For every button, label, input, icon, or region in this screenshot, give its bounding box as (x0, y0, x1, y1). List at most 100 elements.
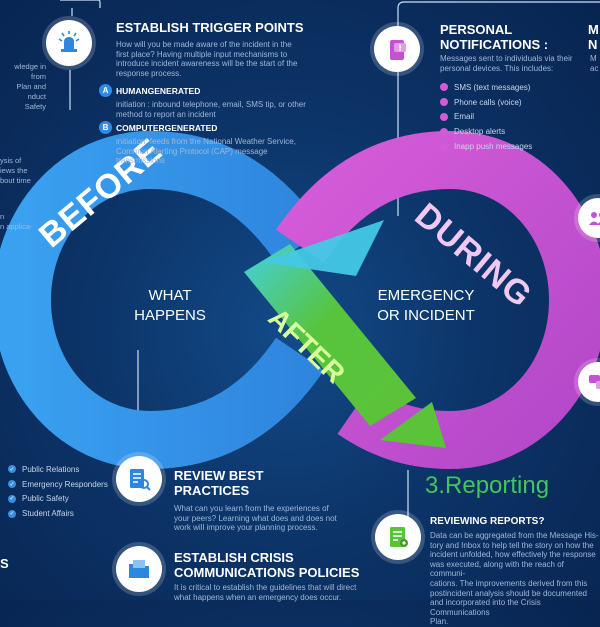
trigger-body-line: response process. (116, 68, 182, 78)
left-cutoff-line: Safety (24, 102, 46, 111)
group-icon-circle (578, 198, 600, 238)
left-cutoff-line: nduct (27, 92, 46, 101)
reporting-body-line: tory and Inbox to help tell the story on… (430, 540, 594, 550)
human-generated-line: method to report an incident (116, 109, 216, 119)
reviewing-reports-body: Data can be aggregated from the Message … (430, 531, 600, 627)
personal-title-line: NOTIFICATIONS : (440, 37, 549, 52)
document-folder-icon (129, 560, 149, 578)
left-cutoff-line: ysis of (0, 156, 22, 165)
list-item: Inapp push messages (440, 139, 532, 154)
right-center-line: OR INCIDENT (377, 307, 475, 324)
review-body-line: work will improve your planning process. (174, 523, 318, 533)
list-item: Phone calls (voice) (440, 95, 532, 110)
review-body: What can you learn from the experiences … (174, 504, 374, 533)
bullet-icon (440, 112, 448, 121)
list-item: ✓ Student Affairs (8, 506, 108, 521)
list-item-label: SMS (text messages) (454, 82, 531, 92)
infinity-loop (0, 130, 600, 470)
policies-title: ESTABLISH CRISIS COMMUNICATIONS POLICIES (174, 550, 359, 580)
reporting-heading: 3.Reporting (425, 472, 550, 499)
check-icon: ✓ (8, 480, 16, 489)
review-body-line: What can you learn from the experiences … (174, 504, 329, 513)
phone-alert-icon (390, 40, 406, 60)
personal-icon-circle (374, 26, 420, 72)
check-icon: ✓ (8, 465, 16, 474)
trigger-body-line: first place? Having multiple input mecha… (116, 49, 288, 59)
bullet-icon (440, 98, 448, 107)
left-cutoff-line: bout time (0, 176, 31, 185)
report-gears-icon (390, 527, 408, 547)
reporting-body-line: postincident analysis should be document… (430, 588, 587, 598)
after-arrow-head (380, 402, 446, 448)
computer-generated-line: initiation: feeds from the National Weat… (116, 137, 296, 146)
computer-generated-body: initiation: feeds from the National Weat… (116, 137, 316, 166)
left-cutoff-line: from (31, 72, 46, 81)
chat-bubbles-icon (589, 375, 600, 389)
list-item: SMS (text messages) (440, 80, 532, 95)
trigger-body-line: introduce incident awareness will be the… (116, 59, 298, 69)
check-icon: ✓ (8, 494, 16, 503)
chat-icon-circle (578, 362, 600, 402)
bullet-icon (440, 142, 448, 151)
left-center-line: HAPPENS (134, 307, 206, 324)
policies-body-line: It is critical to establish the guidelin… (174, 583, 357, 592)
left-cutoff-line: n (0, 212, 5, 221)
list-item-label: Inapp push messages (454, 142, 533, 152)
personal-body-line: Messages sent to individuals via their (440, 54, 573, 63)
reporting-body-line: incident unfolded, how effectively the r… (430, 550, 596, 560)
left-cutoff-line: n applica- (0, 222, 33, 231)
reporting-body-line: and incorporated into the Crisis Communi… (430, 598, 541, 617)
after-band (244, 244, 416, 426)
policies-title-line: ESTABLISH CRISIS (174, 550, 294, 565)
before-loop-band (0, 130, 324, 470)
right-center-text: EMERGENCY OR INCIDENT (366, 286, 486, 326)
review-title-line: PRACTICES (174, 483, 250, 498)
list-item: Email (440, 110, 532, 125)
reporting-body-line: cations. The improvements derived from t… (430, 578, 588, 588)
trigger-icon-circle (46, 20, 92, 66)
human-generated-body: initiation : inbound telephone, email, S… (116, 100, 316, 119)
roles-list: ✓Public Relations ✓Emergency Responders … (8, 462, 108, 521)
left-cutoff-line: Plan and (16, 82, 46, 91)
before-arrow-head (262, 220, 384, 276)
alarm-bell-icon (58, 31, 80, 52)
bullet-icon (440, 83, 448, 92)
policies-icon-circle (116, 546, 162, 592)
list-item-label: Email (454, 112, 475, 122)
line-trigger-top (60, 0, 101, 8)
right-cutoff-title: M N (588, 22, 599, 52)
reporting-body-line: Plan. (430, 617, 449, 627)
reviewing-reports-title: REVIEWING REPORTS? (430, 516, 545, 527)
badge-b: B (99, 121, 112, 134)
left-cutoff-bottom: s (0, 556, 9, 571)
policies-title-line: COMMUNICATIONS POLICIES (174, 565, 360, 580)
reporting-icon-circle (375, 514, 421, 560)
line-personal-top (397, 1, 600, 9)
list-item-label: Phone calls (voice) (454, 97, 522, 107)
list-item-label: Desktop alerts (454, 127, 506, 137)
check-icon: ✓ (8, 509, 16, 518)
trigger-body-line: How will you be made aware of the incide… (116, 40, 292, 49)
left-cutoff-mid: ysis of iews the bout time (0, 156, 46, 186)
right-cutoff-body: M ac (590, 54, 598, 73)
right-cutoff-line: N (588, 37, 598, 52)
trigger-title: ESTABLISH TRIGGER POINTS (116, 20, 304, 35)
left-center-line: WHAT (148, 287, 192, 304)
list-item: Desktop alerts (440, 124, 532, 139)
reporting-body-line: Data can be aggregated from the Message … (430, 531, 599, 540)
review-title: REVIEW BEST PRACTICES (174, 468, 264, 498)
right-cutoff-line: M (588, 22, 599, 37)
review-body-line: your peers? Learning what does and does … (174, 513, 337, 523)
bullet-icon (440, 127, 448, 136)
policies-body: It is critical to establish the guidelin… (174, 583, 374, 602)
personal-title: PERSONAL NOTIFICATIONS : (440, 22, 548, 52)
policies-body-line: what happens when an emergency does occu… (174, 592, 342, 602)
badge-a: A (99, 84, 112, 97)
personal-title-line: PERSONAL (440, 22, 513, 37)
list-item: ✓ Emergency Responders (8, 477, 108, 492)
computer-generated-line: Common Alerting Protocol (CAP) message t… (116, 146, 268, 166)
right-center-line: EMERGENCY (377, 287, 475, 304)
list-item-label: Emergency Responders (22, 479, 108, 489)
list-item-label: Student Affairs (22, 509, 74, 519)
left-center-text: WHAT HAPPENS (110, 286, 230, 326)
